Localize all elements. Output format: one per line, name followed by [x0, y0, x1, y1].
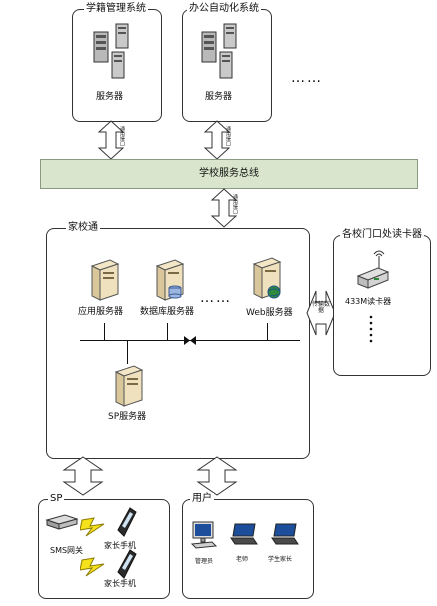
sp-server-drop: [127, 340, 128, 364]
office-automation-server-label: 服务器: [205, 92, 233, 102]
more-systems-ellipsis: ……: [291, 70, 323, 86]
users-box-title: 用户: [190, 493, 214, 505]
database-server-label: 数据库服务器: [140, 307, 195, 317]
web-server-drop: [267, 323, 268, 340]
double-arrow-icon: [62, 456, 104, 496]
application-server-label: 应用服务器: [78, 307, 124, 317]
vertical-ellipsis: [369, 315, 373, 343]
admin-label: 管理员: [195, 558, 214, 565]
card-readers-box: [333, 235, 431, 376]
student-parent-label: 学生家长: [268, 556, 293, 563]
database-server-icon: [155, 259, 185, 301]
student-records-server-label: 服务器: [96, 92, 124, 102]
application-server-icon: [90, 259, 120, 301]
users-box: [182, 499, 314, 599]
sms-gateway-label: SMS网关: [50, 546, 84, 555]
transfer-data-label: 传输数据: [311, 301, 330, 314]
web-server-icon: [252, 257, 282, 299]
laptop-icon: [230, 523, 258, 545]
card-readers-title: 各校门口处读卡器: [340, 229, 424, 241]
web-server-label: Web服务器: [246, 308, 293, 318]
top-right-interface-label: 通用接口: [225, 126, 231, 146]
student-records-system-title: 学籍管理系统: [84, 3, 148, 15]
double-arrow-icon: [211, 188, 237, 228]
home-school-title: 家校通: [66, 222, 100, 234]
sp-server-icon: [114, 365, 144, 407]
bowtie-connector-icon: [184, 336, 196, 345]
office-automation-system-title: 办公自动化系统: [187, 3, 261, 15]
middle-interface-label: 通用接口: [232, 194, 238, 214]
mobile-phone-icon: [117, 507, 137, 537]
server-rack-icon: [201, 23, 237, 79]
parent-phone-2-label: 家长手机: [104, 579, 136, 588]
db-server-drop: [167, 323, 168, 340]
app-server-drop: [104, 323, 105, 340]
more-servers-ellipsis: ……: [200, 290, 232, 306]
sms-gateway-icon: [45, 514, 79, 530]
top-left-interface-label: 通用接口: [119, 126, 125, 146]
teacher-label: 老师: [236, 556, 249, 563]
sp-box: [38, 499, 170, 599]
card-reader-icon: [356, 250, 390, 289]
double-arrow-icon: [196, 456, 238, 496]
desktop-computer-icon: [190, 521, 218, 549]
laptop-icon: [271, 523, 299, 545]
sp-server-label: SP服务器: [108, 412, 147, 422]
parent-phone-1-label: 家长手机: [104, 541, 136, 550]
school-service-bus: 学校服务总线: [40, 159, 418, 189]
sp-box-title: SP: [48, 493, 65, 505]
lightning-bolt-icon: [80, 557, 105, 577]
school-service-bus-label: 学校服务总线: [199, 168, 259, 179]
lightning-bolt-icon: [80, 517, 105, 537]
mobile-phone-icon: [117, 549, 137, 579]
433m-reader-label: 433M读卡器: [345, 297, 392, 306]
server-rack-icon: [93, 23, 129, 79]
